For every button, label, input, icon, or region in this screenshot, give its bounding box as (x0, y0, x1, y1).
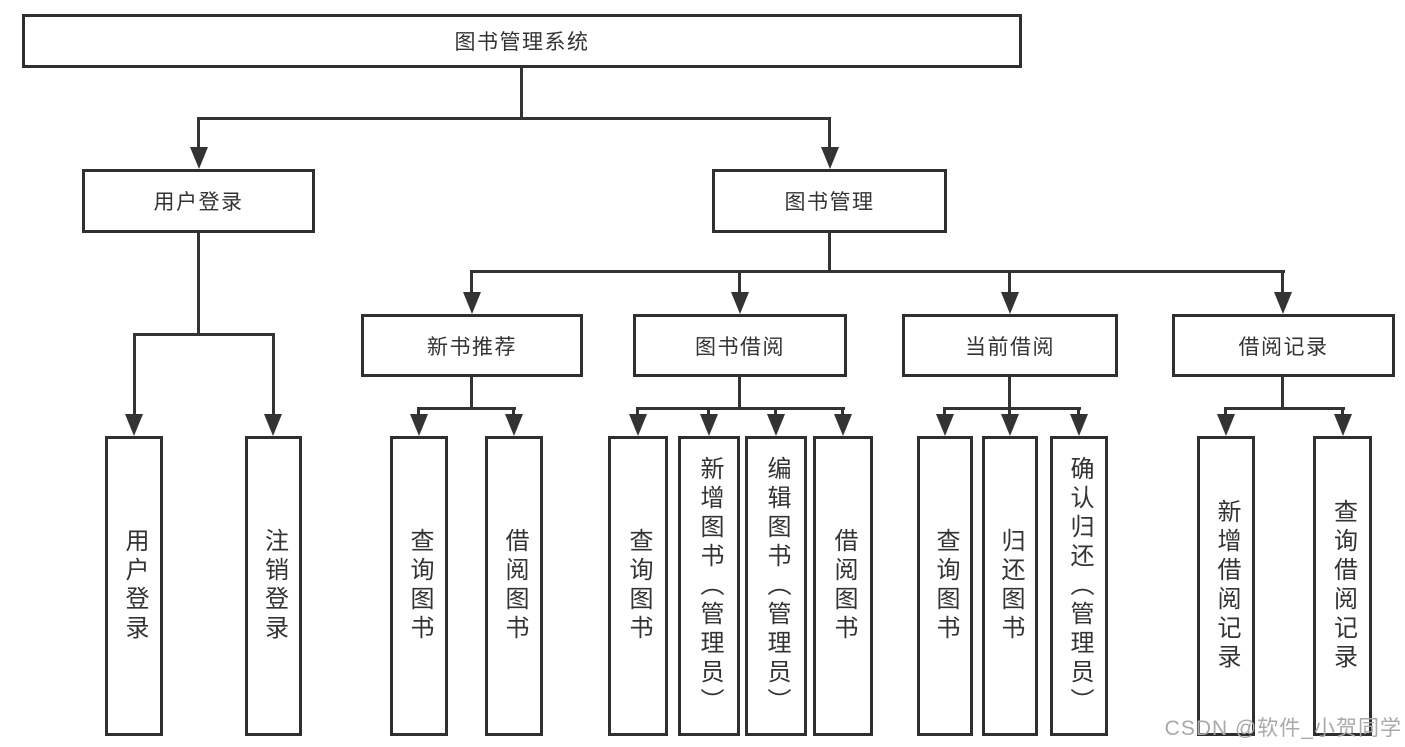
arrowhead-down-icon (834, 414, 852, 436)
connector-line (417, 407, 420, 417)
connector-line (417, 407, 516, 410)
arrowhead-down-icon (1274, 292, 1292, 314)
leaf-query-books-borrow: 查询图书 (608, 436, 668, 736)
connector-line (1224, 407, 1227, 417)
leaf-query-borrow-record: 查询借阅记录 (1313, 436, 1372, 736)
connector-line (520, 68, 523, 118)
connector-line (774, 407, 777, 417)
arrowhead-down-icon (1334, 414, 1352, 436)
node-library-system: 图书管理系统 (22, 14, 1022, 68)
leaf-confirm-return-admin: 确认归还（管理员） (1050, 436, 1108, 736)
node-new-book-recommend: 新书推荐 (361, 314, 583, 377)
arrowhead-down-icon (700, 414, 718, 436)
leaf-add-books-admin: 新增图书（管理员） (678, 436, 740, 736)
connector-line (470, 377, 473, 410)
leaf-return-books: 归还图书 (982, 436, 1038, 736)
node-borrow-records: 借阅记录 (1172, 314, 1395, 377)
node-book-management: 图书管理 (712, 169, 947, 233)
connector-line (197, 117, 200, 148)
arrowhead-down-icon (629, 414, 647, 436)
node-current-borrow: 当前借阅 (902, 314, 1118, 377)
arrowhead-down-icon (264, 414, 282, 436)
connector-line (828, 117, 831, 148)
leaf-borrow-books-recommend: 借阅图书 (485, 436, 543, 736)
connector-line (470, 270, 473, 294)
arrowhead-down-icon (936, 414, 954, 436)
connector-line (1008, 407, 1011, 417)
connector-line (738, 270, 741, 294)
leaf-borrow-books: 借阅图书 (813, 436, 873, 736)
csdn-watermark: CSDN @软件_小贺同学 (1164, 717, 1402, 740)
leaf-logout: 注销登录 (245, 436, 302, 736)
connector-line (636, 407, 639, 417)
connector-line (841, 407, 844, 417)
connector-line (636, 407, 845, 410)
leaf-query-books-recommend: 查询图书 (390, 436, 448, 736)
connector-line (133, 333, 275, 336)
arrowhead-down-icon (505, 414, 523, 436)
leaf-add-borrow-record: 新增借阅记录 (1197, 436, 1255, 736)
arrowhead-down-icon (1001, 292, 1019, 314)
connector-line (272, 333, 275, 415)
connector-line (738, 377, 741, 410)
connector-line (197, 233, 200, 336)
connector-line (133, 333, 136, 415)
connector-line (1008, 377, 1011, 410)
arrowhead-down-icon (731, 292, 749, 314)
arrowhead-down-icon (821, 147, 839, 169)
node-user-login: 用户登录 (82, 169, 315, 233)
leaf-query-books-current: 查询图书 (917, 436, 973, 736)
connector-line (1281, 270, 1284, 294)
arrowhead-down-icon (1001, 414, 1019, 436)
arrowhead-down-icon (1217, 414, 1235, 436)
arrowhead-down-icon (1070, 414, 1088, 436)
connector-line (1281, 377, 1284, 410)
connector-line (828, 233, 831, 273)
leaf-edit-books-admin: 编辑图书（管理员） (745, 436, 807, 736)
connector-line (943, 407, 946, 417)
connector-line (1077, 407, 1080, 417)
arrowhead-down-icon (190, 147, 208, 169)
connector-line (512, 407, 515, 417)
connector-line (1008, 270, 1011, 294)
arrowhead-down-icon (767, 414, 785, 436)
node-book-borrow: 图书借阅 (633, 314, 847, 377)
arrowhead-down-icon (410, 414, 428, 436)
connector-line (1341, 407, 1344, 417)
connector-line (471, 270, 1285, 273)
connector-line (1224, 407, 1345, 410)
arrowhead-down-icon (463, 292, 481, 314)
connector-line (197, 117, 831, 120)
leaf-user-login: 用户登录 (105, 436, 163, 736)
connector-line (943, 407, 1081, 410)
connector-line (707, 407, 710, 417)
arrowhead-down-icon (125, 414, 143, 436)
